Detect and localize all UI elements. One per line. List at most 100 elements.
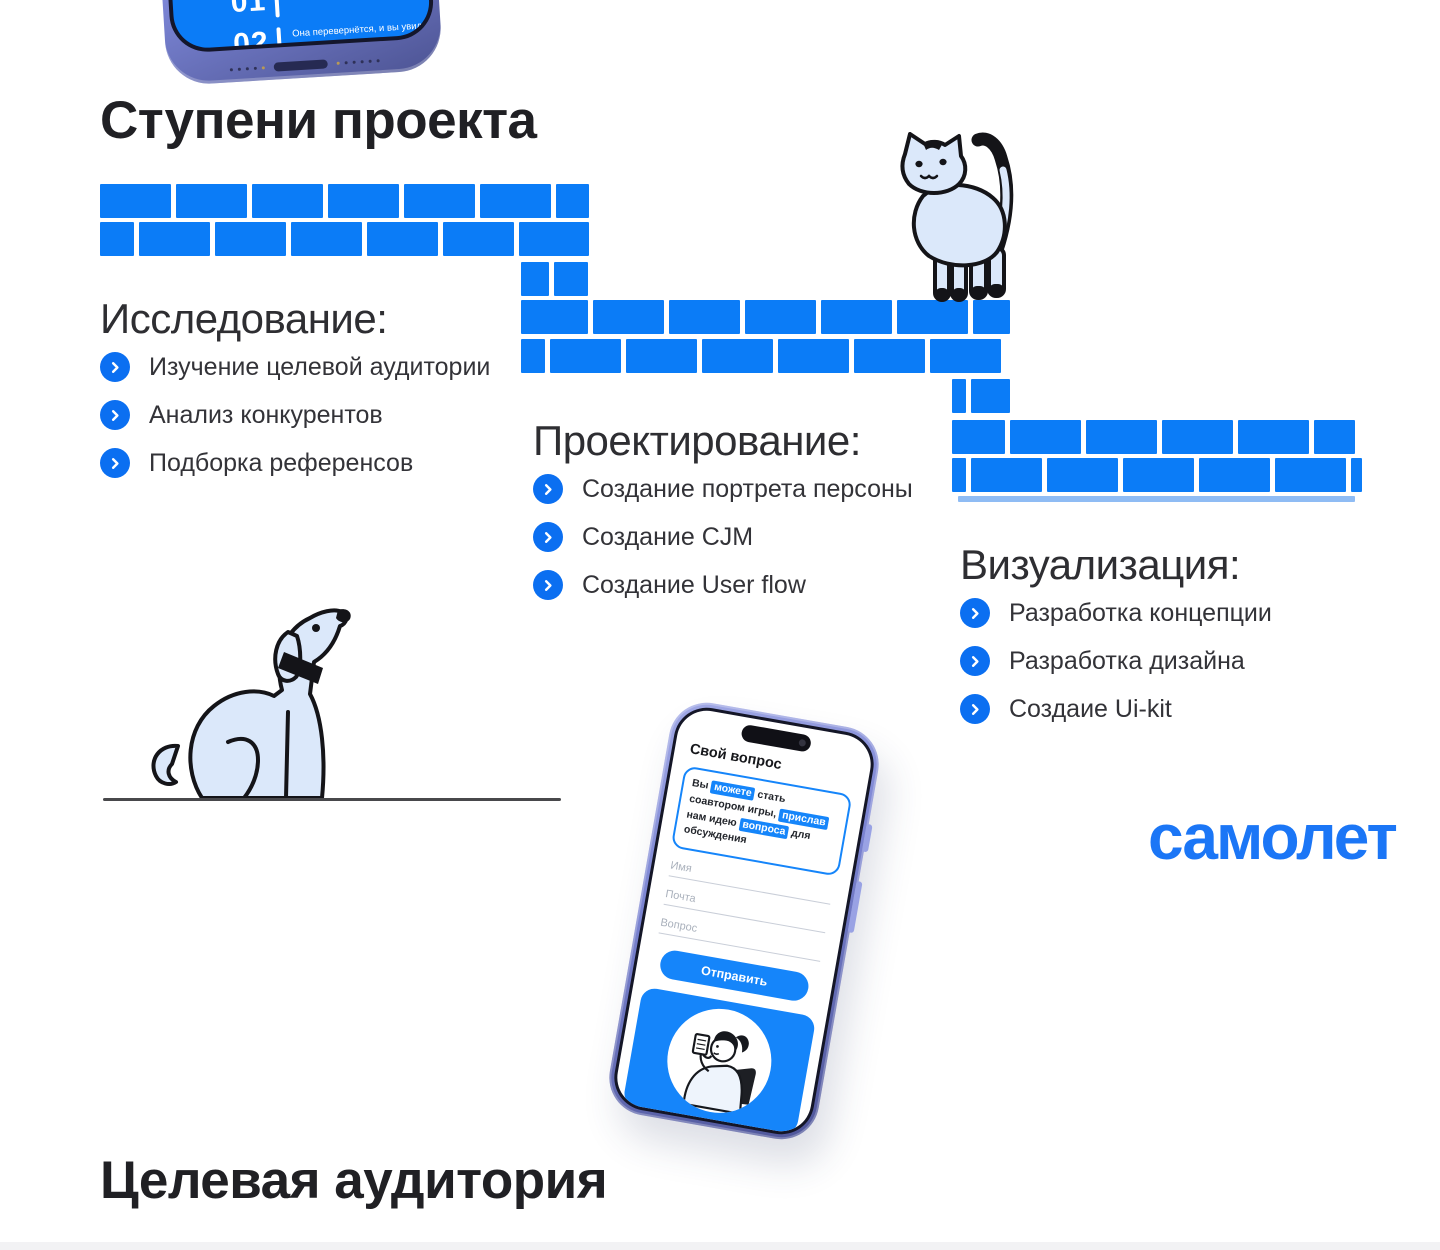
stage-item: Создание User flow bbox=[533, 570, 913, 600]
chevron-right-icon bbox=[100, 448, 130, 478]
stage-item: Создаие Ui-kit bbox=[960, 694, 1272, 724]
stage-item: Создание CJM bbox=[533, 522, 913, 552]
brick bbox=[1123, 458, 1194, 492]
brick bbox=[930, 339, 1001, 373]
next-section-title: Целевая аудитория bbox=[100, 1151, 608, 1210]
stage-item-label: Создание CJM bbox=[582, 522, 754, 551]
stage-item-label: Подборка референсов bbox=[149, 448, 414, 477]
chevron-right-icon bbox=[960, 694, 990, 724]
stage-list: Разработка концепции Разработка дизайна … bbox=[960, 598, 1272, 724]
brick bbox=[367, 222, 438, 256]
form-phone-mockup: Свой вопрос Вы можете стать соавтором иг… bbox=[603, 696, 885, 1146]
brick bbox=[139, 222, 210, 256]
cursor-bar bbox=[274, 0, 281, 18]
brick bbox=[745, 300, 816, 334]
chevron-right-icon bbox=[100, 400, 130, 430]
brick bbox=[519, 222, 589, 256]
cursor-bar bbox=[276, 27, 283, 50]
brick bbox=[952, 458, 966, 492]
page-title: Ступени проекта bbox=[100, 91, 537, 150]
stage-item-label: Создаие Ui-kit bbox=[1009, 694, 1172, 723]
brick bbox=[778, 339, 849, 373]
stage-item-label: Изучение целевой аудитории bbox=[149, 352, 491, 381]
stage-visualization: Визуализация: Разработка концепции Разра… bbox=[960, 542, 1272, 742]
instruction-step-02: 02 Она перевернётся, и вы увидите вопрос bbox=[232, 16, 431, 50]
brick bbox=[291, 222, 362, 256]
brick bbox=[100, 184, 171, 218]
volume-button bbox=[847, 880, 863, 934]
stage-item-label: Разработка концепции bbox=[1009, 598, 1272, 627]
brick bbox=[176, 184, 247, 218]
brick bbox=[554, 262, 588, 296]
step-text: Она перевернётся, и вы увидите вопрос bbox=[291, 19, 432, 50]
brick bbox=[1275, 458, 1346, 492]
illustration-card bbox=[622, 986, 817, 1136]
brick bbox=[252, 184, 323, 218]
brick bbox=[669, 300, 740, 334]
step-number: 02 bbox=[232, 25, 270, 50]
promo-text: Вы можете стать соавтором игры, прислав … bbox=[682, 776, 841, 864]
brick bbox=[1010, 420, 1081, 454]
chevron-right-icon bbox=[960, 598, 990, 628]
dog-illustration bbox=[151, 608, 351, 800]
brick bbox=[443, 222, 514, 256]
brick bbox=[702, 339, 773, 373]
stage-item: Анализ конкурентов bbox=[100, 400, 490, 430]
chevron-right-icon bbox=[533, 522, 563, 552]
brick bbox=[897, 300, 968, 334]
charging-port bbox=[167, 52, 443, 78]
brick bbox=[971, 458, 1042, 492]
power-button bbox=[861, 823, 873, 853]
brick bbox=[971, 379, 1010, 413]
brick bbox=[1047, 458, 1118, 492]
brick bbox=[556, 184, 589, 218]
brick bbox=[521, 300, 588, 334]
brick bbox=[626, 339, 697, 373]
brick bbox=[1238, 420, 1309, 454]
brick bbox=[328, 184, 399, 218]
step-number: 01 bbox=[229, 0, 268, 20]
brick bbox=[958, 496, 1355, 502]
cat-illustration bbox=[900, 132, 1014, 302]
top-phone-screen: 01 верхнюю карту игры 02 Она перевернётс… bbox=[163, 0, 432, 50]
chevron-right-icon bbox=[533, 570, 563, 600]
brick bbox=[952, 379, 966, 413]
brick bbox=[1351, 458, 1362, 492]
brick bbox=[550, 339, 621, 373]
stage-item: Разработка концепции bbox=[960, 598, 1272, 628]
stage-item-label: Разработка дизайна bbox=[1009, 646, 1245, 675]
stage-list: Изучение целевой аудитории Анализ конкур… bbox=[100, 352, 490, 478]
stage-list: Создание портрета персоны Создание CJM С… bbox=[533, 474, 913, 600]
stage-item-label: Создание портрета персоны bbox=[582, 474, 913, 503]
brick bbox=[480, 184, 551, 218]
brick bbox=[1199, 458, 1270, 492]
stage-heading: Визуализация: bbox=[960, 541, 1241, 588]
camera-dot bbox=[798, 738, 807, 747]
brick bbox=[521, 339, 545, 373]
stage-item: Подборка референсов bbox=[100, 448, 490, 478]
person-illustration bbox=[659, 1000, 780, 1122]
chevron-right-icon bbox=[960, 646, 990, 676]
stage-heading: Проектирование: bbox=[533, 417, 861, 464]
stage-item: Создание портрета персоны bbox=[533, 474, 913, 504]
brick bbox=[854, 339, 925, 373]
ground-line bbox=[103, 798, 561, 801]
brick bbox=[404, 184, 475, 218]
brick bbox=[1314, 420, 1355, 454]
stage-item: Изучение целевой аудитории bbox=[100, 352, 490, 382]
instruction-step-01: 01 верхнюю карту игры bbox=[230, 0, 431, 20]
stage-design: Проектирование: Создание портрета персон… bbox=[533, 418, 913, 618]
phone-screen: Свой вопрос Вы можете стать соавтором иг… bbox=[612, 706, 876, 1136]
brick bbox=[973, 300, 1010, 334]
chevron-right-icon bbox=[533, 474, 563, 504]
brick bbox=[1162, 420, 1233, 454]
brick bbox=[521, 262, 549, 296]
stage-heading: Исследование: bbox=[100, 295, 388, 342]
brick bbox=[593, 300, 664, 334]
dynamic-island bbox=[740, 723, 813, 753]
stage-item-label: Создание User flow bbox=[582, 570, 806, 599]
stage-item-label: Анализ конкурентов bbox=[149, 400, 383, 429]
samolet-logo: самолет bbox=[1148, 801, 1398, 873]
brick bbox=[1086, 420, 1157, 454]
